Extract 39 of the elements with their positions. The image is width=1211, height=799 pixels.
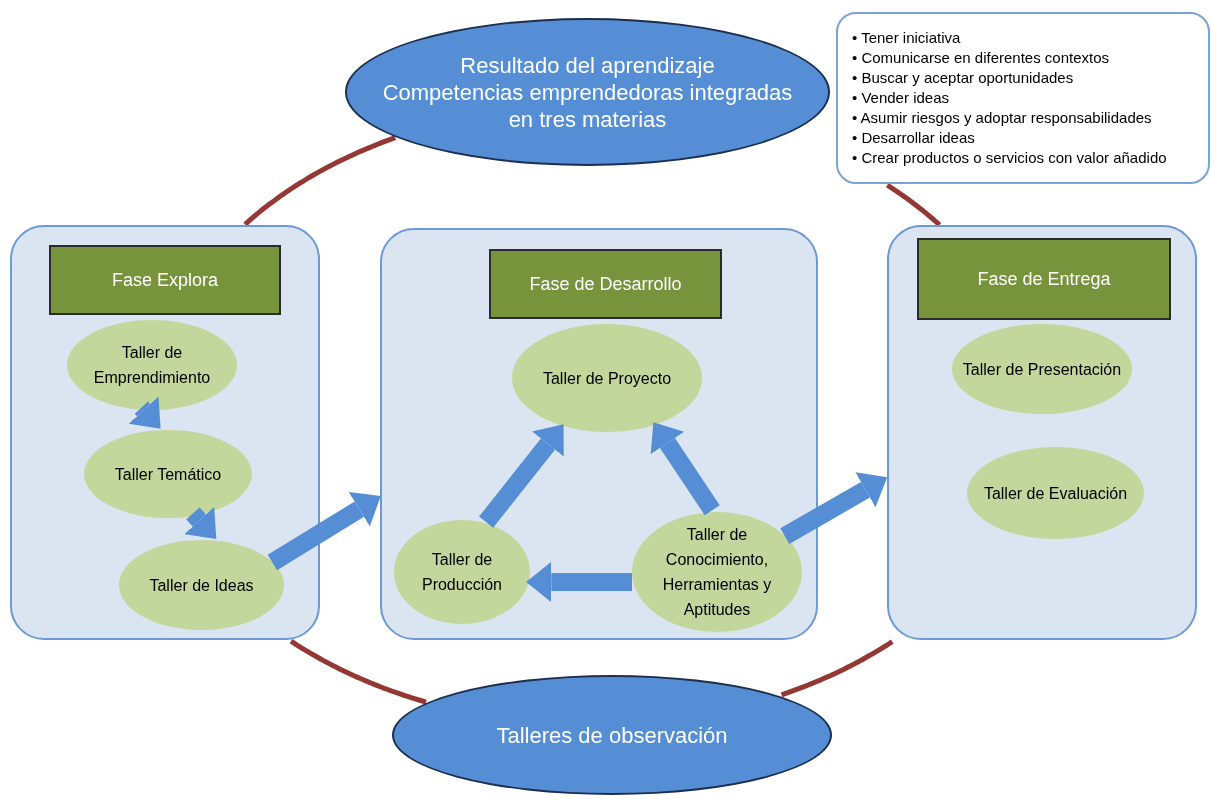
phase-title: Fase de Desarrollo [529, 273, 682, 295]
phase-panel [887, 225, 1197, 640]
phase-header [917, 238, 1171, 320]
node-label: Taller de Presentación [962, 359, 1122, 380]
phase-header [49, 245, 281, 315]
bullet-item: • Comunicarse en diferentes contextos [851, 48, 1110, 68]
block-arrow [184, 506, 217, 540]
node-label: Taller de Producción [420, 550, 503, 595]
bullet-item: • Buscar y aceptar oportunidades [851, 68, 1074, 88]
block-arrow [650, 422, 720, 516]
competencies-box [836, 12, 1210, 184]
connector-line [780, 639, 894, 698]
node-label: Competencias emprendedoras integradas en tres materias [381, 78, 794, 133]
block-arrow [128, 396, 161, 429]
phase-panel [380, 228, 818, 640]
node-label: Taller de Ideas [149, 575, 254, 596]
phase-header [489, 249, 722, 319]
bullet-item: • Tener iniciativa [851, 28, 961, 48]
node-label: Resultado del aprendizaje [460, 51, 715, 79]
block-arrow [479, 424, 564, 528]
node-label: Taller Temático [114, 464, 222, 485]
node-label: Taller de Emprendimiento [92, 343, 212, 388]
node-label: Taller de Evaluación [983, 483, 1128, 504]
connector-line [289, 639, 427, 705]
bullet-item: • Desarrollar ideas [851, 128, 975, 148]
phase-panel [10, 225, 320, 640]
bullet-item: • Vender ideas [851, 88, 949, 108]
block-arrow [526, 561, 632, 603]
phase-title: Fase de Entrega [977, 268, 1111, 290]
node-label: Taller de Proyecto [542, 368, 672, 389]
bullet-item: • Asumir riesgos y adoptar responsabilidades [851, 108, 1152, 128]
node-label: Taller de Conocimiento, Herramientas y Aptitudes [661, 525, 773, 620]
bullet-item: • Crear productos o servicios con valor añadido [851, 148, 1167, 168]
node-label: Talleres de observación [496, 721, 728, 749]
connector-line [886, 183, 942, 227]
connector-line [243, 135, 397, 227]
block-arrow [780, 472, 888, 544]
phase-title: Fase Explora [111, 269, 219, 291]
block-arrow [267, 492, 381, 571]
